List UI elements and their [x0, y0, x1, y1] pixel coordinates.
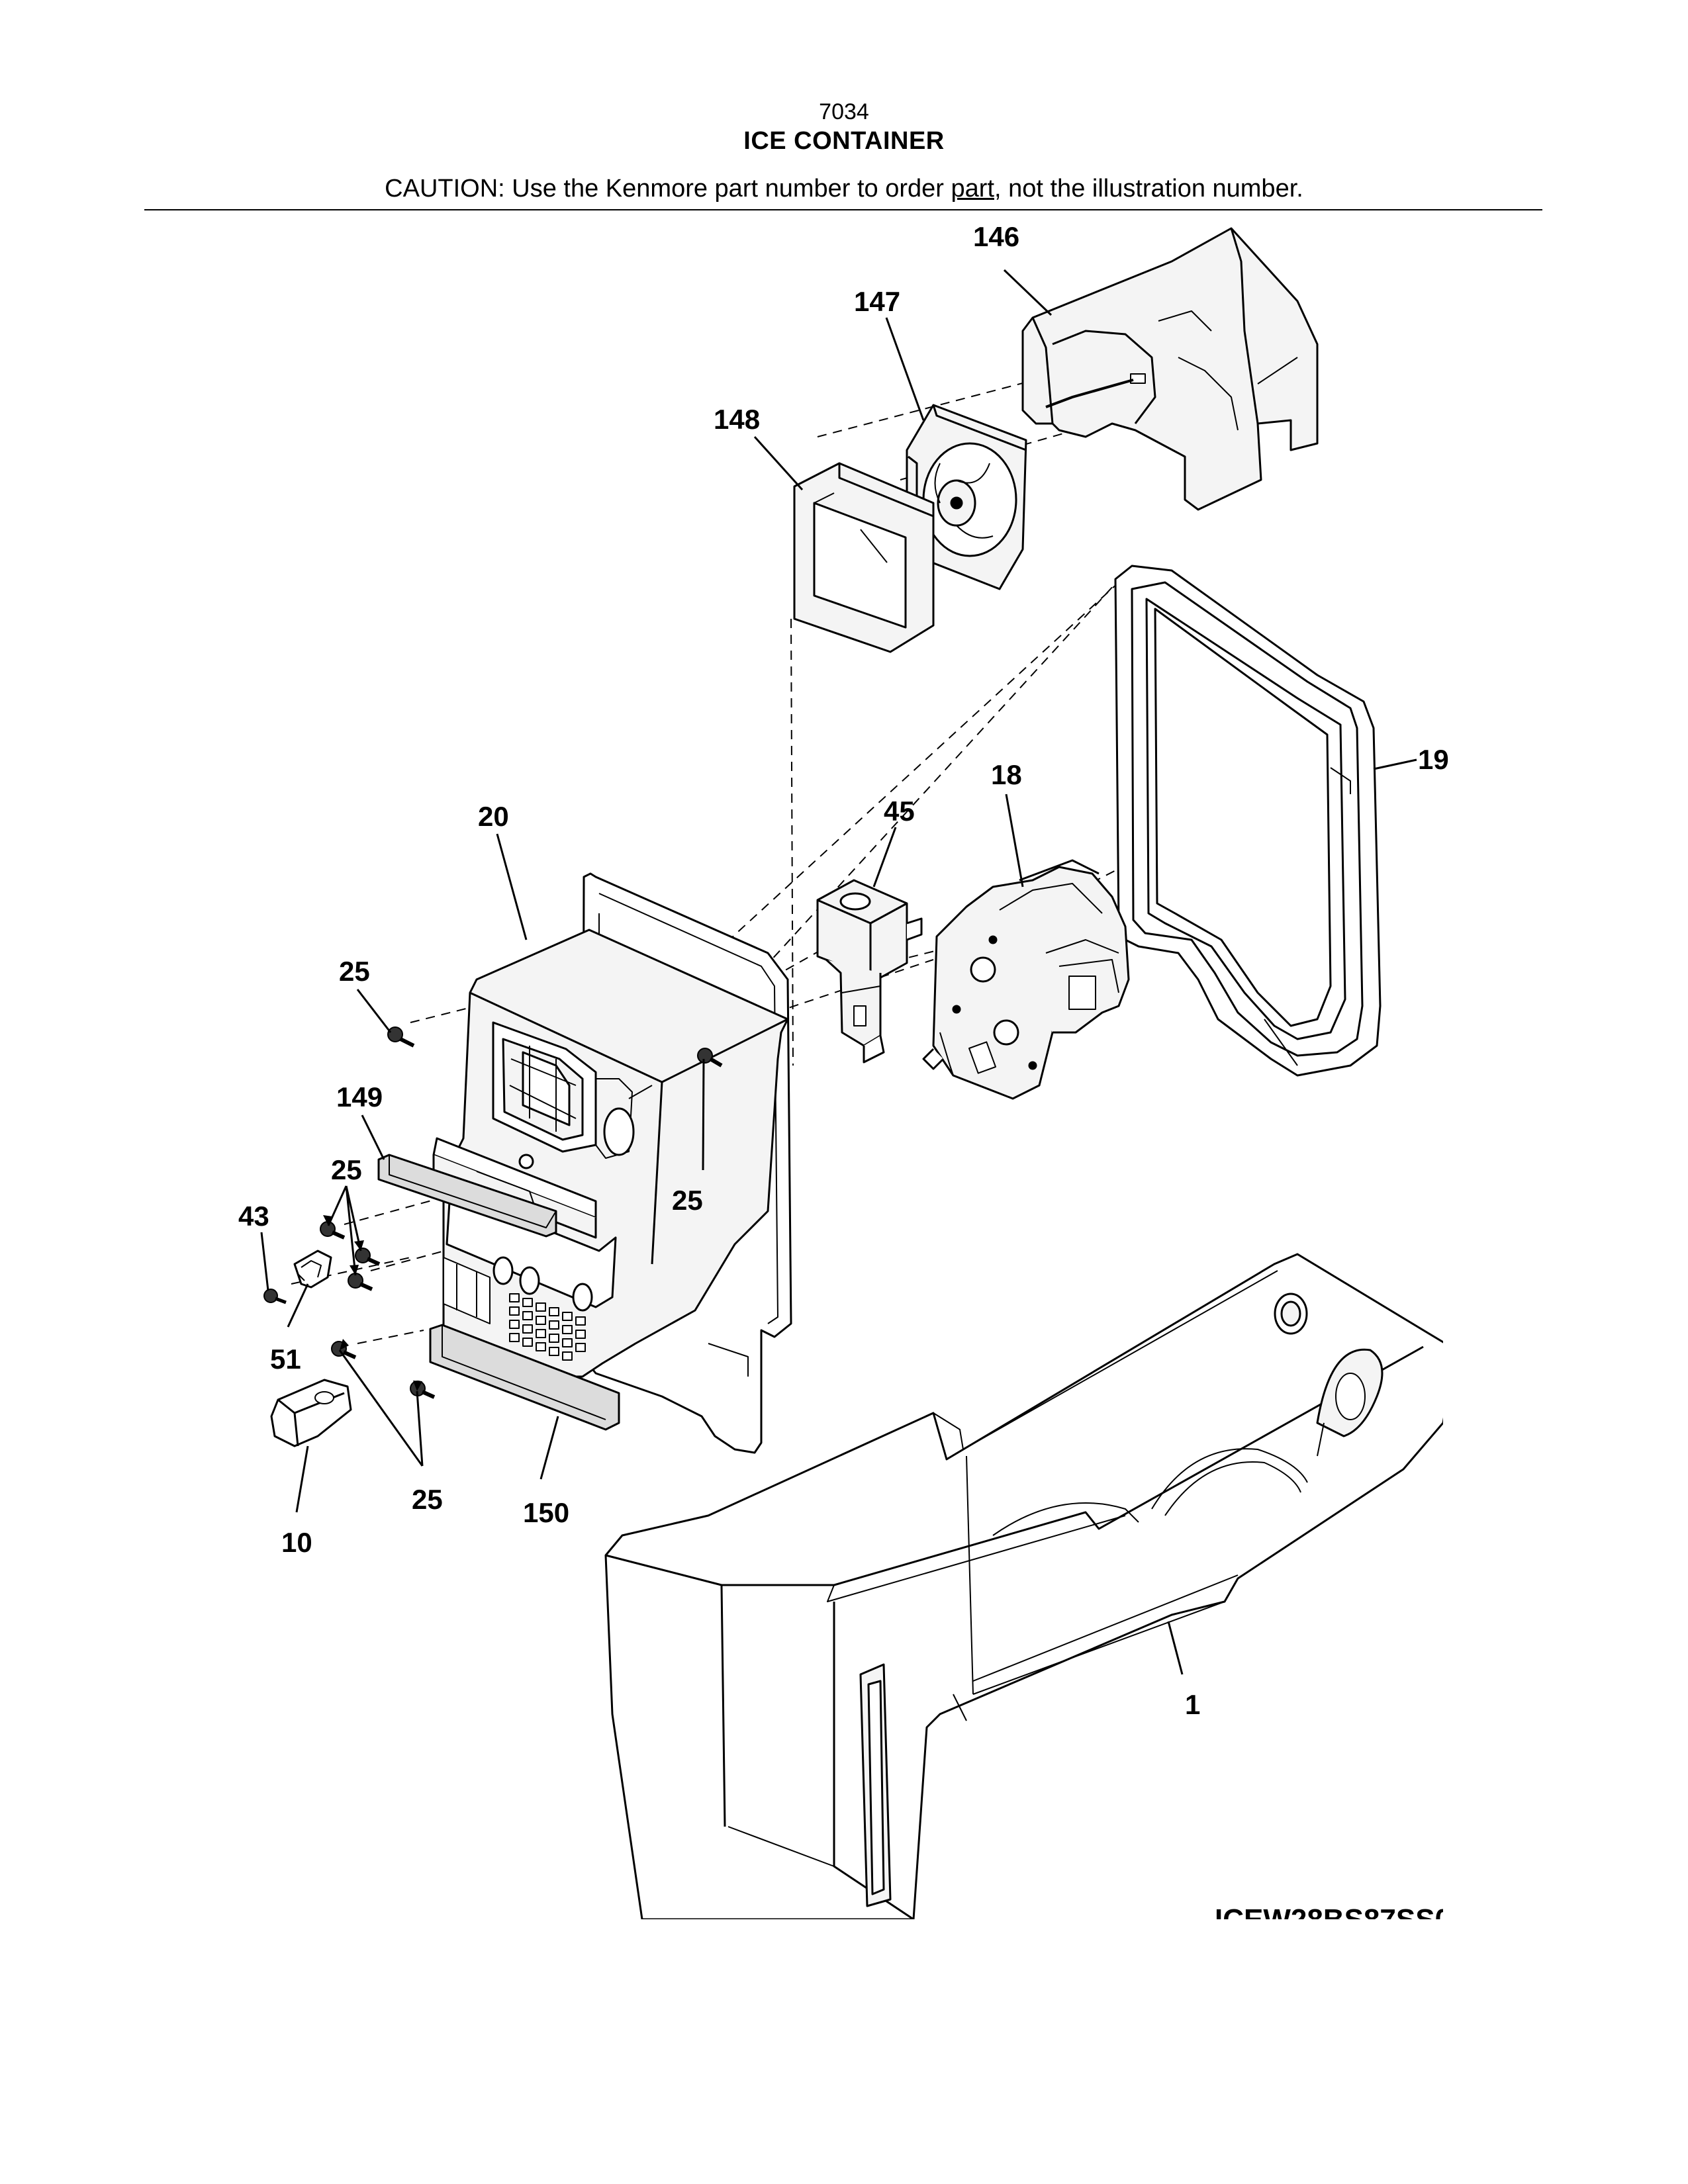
part-148-fan-bracket — [793, 462, 935, 653]
callout-25-upper[interactable]: 25 — [339, 956, 370, 987]
part-1-ice-container — [604, 1253, 1443, 1919]
screw-25-cluster-a — [320, 1221, 346, 1240]
callout-20[interactable]: 20 — [478, 801, 509, 832]
part-146-fan-shroud — [1021, 227, 1319, 511]
screw-43 — [263, 1289, 287, 1304]
callout-149[interactable]: 149 — [336, 1081, 383, 1113]
screw-25-cluster-c — [348, 1273, 373, 1291]
part-20-housing — [432, 872, 792, 1454]
screw-25-upper-left — [387, 1026, 415, 1048]
callout-25-lower[interactable]: 25 — [412, 1484, 443, 1515]
callout-25-cluster[interactable]: 25 — [331, 1154, 362, 1185]
screw-25-lower-b — [410, 1381, 436, 1399]
part-51-clip — [293, 1250, 332, 1289]
callout-numbers: 146 147 148 19 18 45 20 25 149 25 25 43 … — [238, 221, 1449, 1720]
part-150-foam-strip — [429, 1324, 620, 1431]
leader-arrowheads — [323, 1215, 422, 1391]
part-149-foam-strip — [377, 1154, 557, 1238]
diagram-code: ICEW28BS87SS0 — [1215, 1903, 1451, 1936]
screw-25-right — [697, 1048, 723, 1068]
part-link[interactable]: part — [951, 175, 994, 203]
caution-text-end: , not the illustration number. — [994, 175, 1303, 203]
callout-150[interactable]: 150 — [523, 1497, 569, 1528]
callout-18[interactable]: 18 — [991, 759, 1022, 790]
callout-146[interactable]: 146 — [973, 221, 1019, 252]
part-10-bracket — [270, 1379, 352, 1447]
callout-10[interactable]: 10 — [281, 1527, 312, 1558]
part-18-auger-motor — [922, 859, 1130, 1100]
callout-45[interactable]: 45 — [884, 796, 915, 827]
leader-lines — [260, 269, 1417, 1675]
page-number: 7034 — [819, 99, 869, 124]
callout-147[interactable]: 147 — [854, 286, 900, 317]
part-19-gasket — [1114, 565, 1382, 1077]
vent-grille — [509, 1293, 586, 1361]
callout-43[interactable]: 43 — [238, 1201, 269, 1232]
callout-51[interactable]: 51 — [270, 1343, 301, 1375]
caution-note: CAUTION: Use the Kenmore part number to … — [0, 175, 1688, 203]
callout-25-right[interactable]: 25 — [672, 1185, 703, 1216]
callout-148[interactable]: 148 — [714, 404, 760, 435]
header-rule — [144, 209, 1542, 210]
part-147-fan — [906, 404, 1027, 590]
callout-1[interactable]: 1 — [1185, 1689, 1200, 1720]
fan-wire-harness — [1045, 379, 1134, 408]
page-title: ICE CONTAINER — [743, 127, 945, 155]
caution-text-start: CAUTION: Use the Kenmore part number to … — [385, 175, 951, 203]
callout-19[interactable]: 19 — [1418, 744, 1449, 775]
screws — [263, 1026, 723, 1399]
screw-25-cluster-b — [355, 1248, 381, 1266]
part-45-solenoid — [816, 879, 923, 1064]
